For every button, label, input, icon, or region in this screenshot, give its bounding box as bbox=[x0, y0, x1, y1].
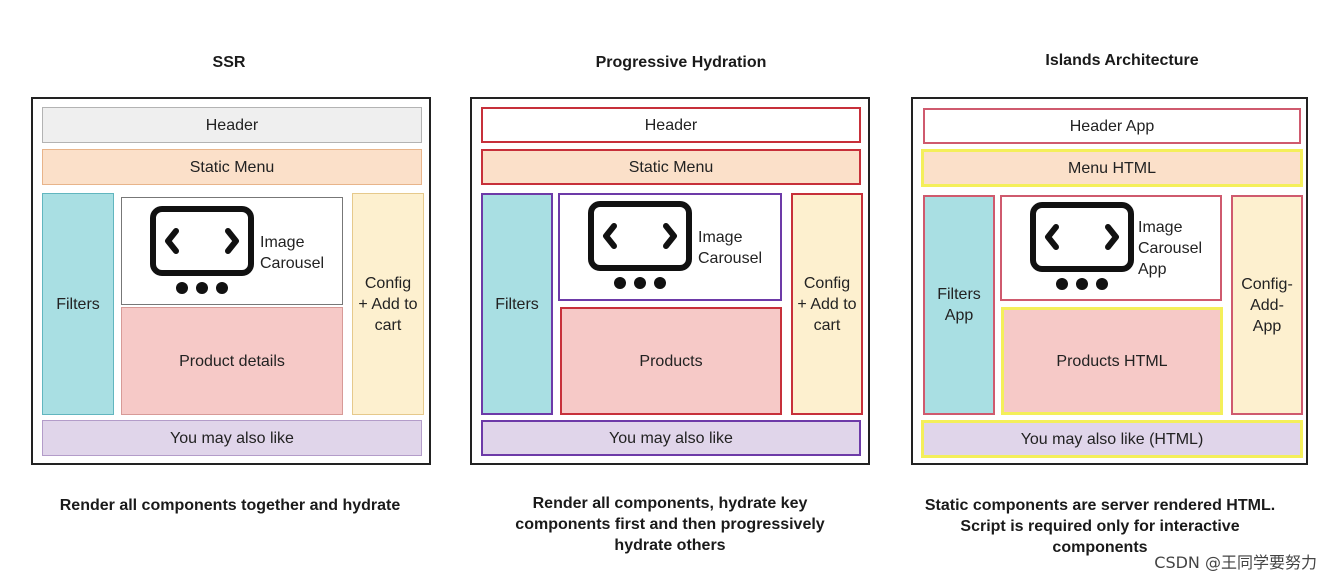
caption-islands-architecture: Static components are server rendered HT… bbox=[924, 497, 1276, 556]
product-label: Products bbox=[639, 352, 703, 370]
filters-label: Filters bbox=[56, 295, 100, 313]
menu-label: Static Menu bbox=[628, 158, 714, 176]
header-app-box: Header App bbox=[923, 108, 1301, 144]
static-menu-box: Static Menu bbox=[42, 149, 422, 185]
watermark: CSDN @王同学要努力 bbox=[1154, 553, 1317, 572]
menu-label: Menu HTML bbox=[1067, 159, 1157, 177]
column-title-progressive-hydration: Progressive Hydration bbox=[595, 54, 767, 71]
header-label: Header App bbox=[1069, 117, 1155, 135]
products-html-box: Products HTML bbox=[1001, 307, 1223, 415]
product-label: Products HTML bbox=[1056, 352, 1168, 370]
product-label: Product details bbox=[179, 352, 285, 370]
you-may-also-like-box: You may also like bbox=[481, 420, 861, 456]
filters-box: Filters bbox=[481, 193, 553, 415]
you-may-also-like-html-box: You may also like (HTML) bbox=[921, 420, 1303, 458]
header-label: Header bbox=[644, 116, 698, 134]
column-title-ssr: SSR bbox=[212, 54, 246, 71]
product-details-box: Product details bbox=[121, 307, 343, 415]
config-add-app-box: Config-Add-App bbox=[1231, 195, 1303, 415]
menu-html-box: Menu HTML bbox=[921, 149, 1303, 187]
image-carousel-icon bbox=[150, 206, 254, 294]
header-box: Header bbox=[42, 107, 422, 143]
menu-label: Static Menu bbox=[189, 158, 275, 176]
column-title-islands-architecture: Islands Architecture bbox=[1045, 52, 1199, 69]
also-like-label: You may also like bbox=[609, 429, 733, 447]
also-like-label: You may also like (HTML) bbox=[1020, 430, 1204, 448]
filters-label: Filters bbox=[495, 295, 539, 313]
products-box: Products bbox=[560, 307, 782, 415]
caption-ssr: Render all components together and hydra… bbox=[59, 497, 401, 514]
header-box: Header bbox=[481, 107, 861, 143]
also-like-label: You may also like bbox=[170, 429, 294, 447]
image-carousel-icon bbox=[588, 201, 692, 289]
static-menu-box: Static Menu bbox=[481, 149, 861, 185]
filters-box: Filters bbox=[42, 193, 114, 415]
header-label: Header bbox=[205, 116, 259, 134]
you-may-also-like-box: You may also like bbox=[42, 420, 422, 456]
image-carousel-icon bbox=[1030, 202, 1134, 290]
